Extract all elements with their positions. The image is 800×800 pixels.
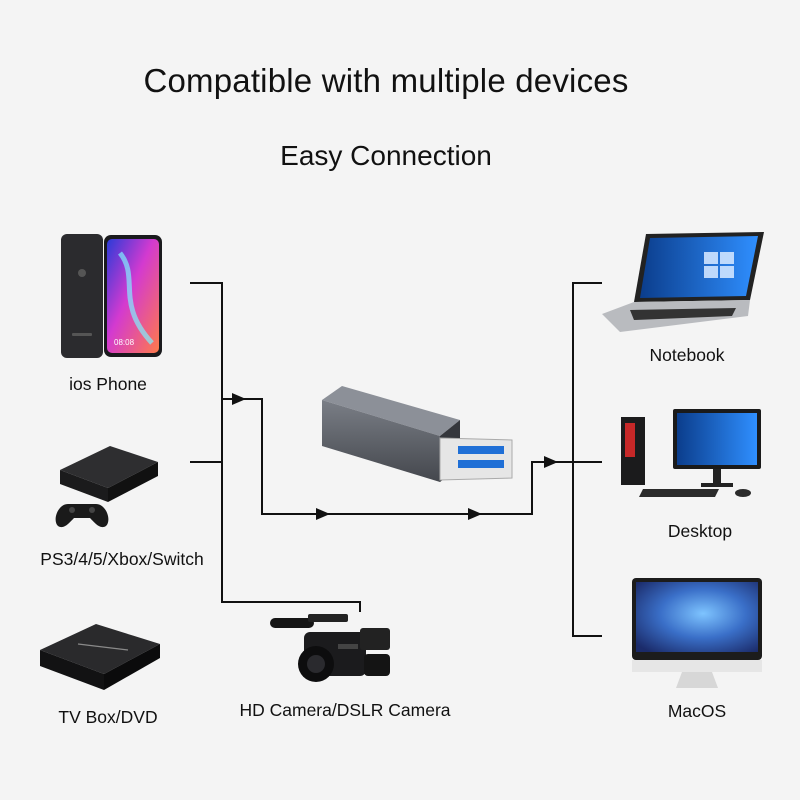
usb-capture-card-icon bbox=[322, 386, 513, 482]
imac-icon bbox=[632, 578, 762, 688]
page-subtitle: Easy Connection bbox=[280, 140, 492, 171]
arrow-3 bbox=[468, 508, 482, 520]
output-label-desktop: Desktop bbox=[667, 521, 733, 541]
arrow-1 bbox=[232, 393, 246, 405]
page-title: Compatible with multiple devices bbox=[143, 62, 629, 99]
output-label-macos: MacOS bbox=[667, 701, 727, 721]
desktop-pc-icon bbox=[621, 409, 761, 497]
tv-box-icon bbox=[40, 624, 160, 690]
output-label-notebook: Notebook bbox=[649, 345, 725, 365]
wire-phone bbox=[190, 282, 361, 612]
input-label-tvbox: TV Box/DVD bbox=[58, 707, 158, 727]
svg-text:08:08: 08:08 bbox=[114, 338, 135, 347]
arrow-4 bbox=[544, 456, 558, 468]
camcorder-icon bbox=[270, 614, 390, 682]
arrow-2 bbox=[316, 508, 330, 520]
wire-to-card bbox=[222, 398, 573, 515]
wire-right-bus bbox=[572, 282, 602, 637]
game-console-icon bbox=[55, 446, 158, 528]
laptop-icon bbox=[602, 232, 764, 332]
input-label-camera: HD Camera/DSLR Camera bbox=[239, 700, 451, 720]
smartphone-icon: 08:08 bbox=[61, 234, 162, 358]
input-label-phone: ios Phone bbox=[69, 374, 147, 394]
input-label-console: PS3/4/5/Xbox/Switch bbox=[40, 549, 204, 569]
